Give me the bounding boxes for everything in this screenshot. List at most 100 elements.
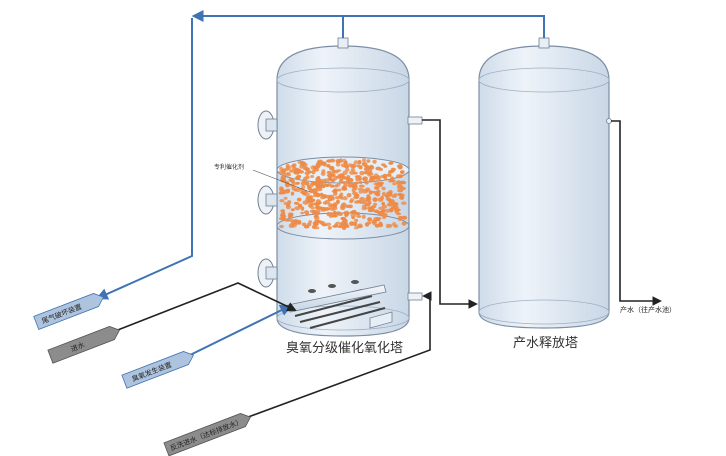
catalyst-particle <box>321 161 327 166</box>
catalyst-particle <box>361 206 367 211</box>
catalyst-particle <box>290 208 295 212</box>
catalyst-particle <box>308 220 313 224</box>
catalyst-particle <box>315 182 321 187</box>
catalyst-particle <box>397 216 402 220</box>
catalyst-particle <box>393 193 398 198</box>
catalyst-particle <box>300 211 305 215</box>
catalyst-particle <box>328 212 334 216</box>
catalyst-particle <box>367 171 373 176</box>
catalyst-particle <box>388 161 394 165</box>
catalyst-particle <box>344 204 351 208</box>
catalyst-particle <box>336 169 342 173</box>
catalyst-particle <box>283 196 288 200</box>
catalyst-particle <box>347 183 354 188</box>
catalyst-particle <box>400 186 407 191</box>
product-water-line <box>611 120 662 306</box>
catalyst-particle <box>384 194 390 198</box>
manhole-top <box>257 110 278 140</box>
tail-gas-line <box>95 10 545 300</box>
catalyst-particle <box>307 186 312 191</box>
catalyst-particle <box>299 188 304 191</box>
catalyst-particle <box>396 212 401 216</box>
product-water-label: 产水（往产水池） <box>620 305 676 314</box>
catalyst-particle <box>279 190 284 195</box>
catalyst-particle <box>351 184 358 189</box>
catalyst-particle <box>380 210 385 214</box>
catalyst-particle <box>340 216 347 221</box>
catalyst-particle <box>342 176 347 180</box>
catalyst-particle <box>373 202 378 206</box>
catalyst-particle <box>361 162 368 167</box>
catalyst-particle <box>381 163 386 167</box>
catalyst-particle <box>349 199 353 204</box>
catalyst-particle <box>336 183 341 187</box>
catalyst-particle <box>399 195 404 200</box>
catalyst-particle <box>305 175 310 180</box>
catalyst-particle <box>361 204 367 208</box>
catalyst-particle <box>359 170 365 176</box>
catalyst-particle <box>353 160 359 165</box>
catalyst-particle <box>326 170 332 175</box>
catalyst-particle <box>316 209 321 214</box>
catalyst-particle <box>387 173 392 177</box>
catalyst-particle <box>327 175 333 181</box>
catalyst-particle <box>327 226 332 230</box>
catalyst-particle <box>362 158 366 163</box>
catalyst-particle <box>358 165 363 170</box>
catalyst-particle <box>304 192 310 197</box>
catalyst-particle <box>295 181 300 185</box>
catalyst-particle <box>279 199 285 203</box>
catalyst-particle <box>369 207 375 213</box>
catalyst-particle <box>327 203 334 208</box>
catalyst-particle <box>292 163 297 168</box>
catalyst-particle <box>342 181 347 184</box>
catalyst-particle <box>337 173 342 178</box>
catalyst-particle <box>354 193 360 198</box>
catalyst-particle <box>319 220 324 225</box>
catalyst-particle <box>362 176 369 181</box>
catalyst-particle <box>381 191 386 197</box>
catalyst-particle <box>381 186 386 191</box>
catalyst-particle <box>377 223 384 228</box>
catalyst-particle <box>386 192 391 195</box>
release-top-nozzle <box>538 37 550 49</box>
catalyst-particle <box>389 179 395 183</box>
catalyst-particle <box>295 187 301 193</box>
backwash-water-label: 反洗进水（达标排放水） <box>169 417 244 453</box>
catalyst-particle <box>358 190 363 194</box>
release-outlet-port <box>606 118 612 124</box>
catalyst-particle <box>357 160 362 165</box>
catalyst-particle <box>288 178 295 182</box>
catalyst-particle <box>343 183 348 187</box>
catalyst-particle <box>329 173 335 177</box>
catalyst-particle <box>388 207 394 213</box>
catalyst-particle <box>400 170 405 175</box>
catalyst-particle <box>284 167 290 172</box>
catalyst-particle <box>315 205 321 210</box>
backwash-water-line <box>239 291 432 421</box>
catalyst-particle <box>285 163 290 169</box>
catalyst-particle <box>295 175 301 180</box>
catalyst-particle <box>324 184 330 187</box>
catalyst-particle <box>329 165 335 171</box>
catalyst-particle <box>311 169 316 175</box>
catalyst-particle <box>297 203 303 208</box>
catalyst-particle <box>314 216 320 221</box>
catalyst-particle <box>335 221 341 225</box>
catalyst-particle <box>340 221 346 226</box>
catalyst-particle <box>398 174 403 179</box>
catalyst-particle <box>373 175 379 180</box>
release-tower <box>478 37 612 329</box>
catalyst-particle <box>300 206 305 211</box>
manhole-bottom <box>257 258 278 288</box>
catalyst-particle <box>300 181 306 186</box>
catalyst-particle <box>297 160 303 165</box>
catalyst-particle <box>357 223 363 229</box>
catalyst-particle <box>354 181 359 185</box>
catalyst-particle <box>339 192 344 197</box>
catalyst-particle <box>307 199 311 204</box>
catalyst-particle <box>354 226 359 230</box>
catalyst-particle <box>321 184 326 189</box>
catalyst-particle <box>350 213 357 218</box>
